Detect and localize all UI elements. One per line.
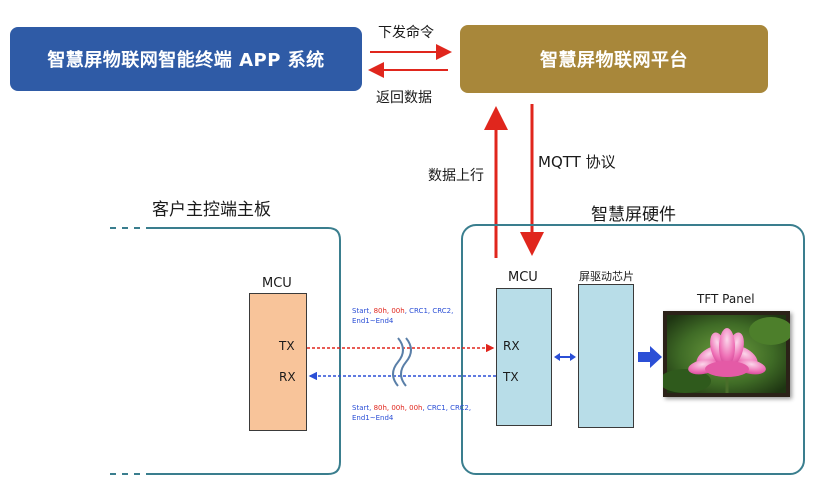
mqtt-protocol-label: MQTT 协议	[538, 153, 616, 171]
return-data-label: 返回数据	[376, 90, 432, 106]
hardware-tx-pin: TX	[503, 370, 519, 384]
customer-mcu-label: MCU	[262, 276, 292, 291]
app-system-box: 智慧屏物联网智能终端 APP 系统	[10, 27, 362, 91]
tft-panel	[659, 311, 793, 397]
data-up-label: 数据上行	[428, 168, 484, 184]
driver-to-panel-arrow	[638, 346, 662, 368]
send-command-label: 下发命令	[378, 25, 434, 41]
hardware-rx-pin: RX	[503, 339, 520, 353]
screen-driver-label: 屏驱动芯片	[579, 270, 634, 283]
hardware-title: 智慧屏硬件	[591, 205, 676, 225]
app-system-label: 智慧屏物联网智能终端 APP 系统	[47, 50, 325, 71]
hardware-frame	[461, 224, 805, 475]
protocol-frame-top: Start, 80h, 00h, CRC1, CRC2, End1~End4	[352, 307, 454, 325]
line-break-symbol	[392, 337, 404, 387]
customer-board-frame	[104, 227, 341, 475]
lotus-image	[659, 315, 793, 393]
hardware-mcu-chip	[496, 288, 552, 426]
customer-rx-pin: RX	[279, 370, 296, 384]
customer-board-title: 客户主控端主板	[152, 200, 271, 220]
iot-platform-box: 智慧屏物联网平台	[460, 25, 768, 93]
customer-tx-pin: TX	[279, 339, 295, 353]
iot-platform-label: 智慧屏物联网平台	[540, 50, 688, 71]
screen-driver-chip	[578, 284, 634, 428]
tft-panel-label: TFT Panel	[697, 292, 755, 306]
protocol-frame-bottom: Start, 80h, 00h, 00h, CRC1, CRC2, End1~E…	[352, 404, 472, 422]
hardware-mcu-label: MCU	[508, 270, 538, 285]
customer-mcu-chip	[249, 293, 307, 431]
